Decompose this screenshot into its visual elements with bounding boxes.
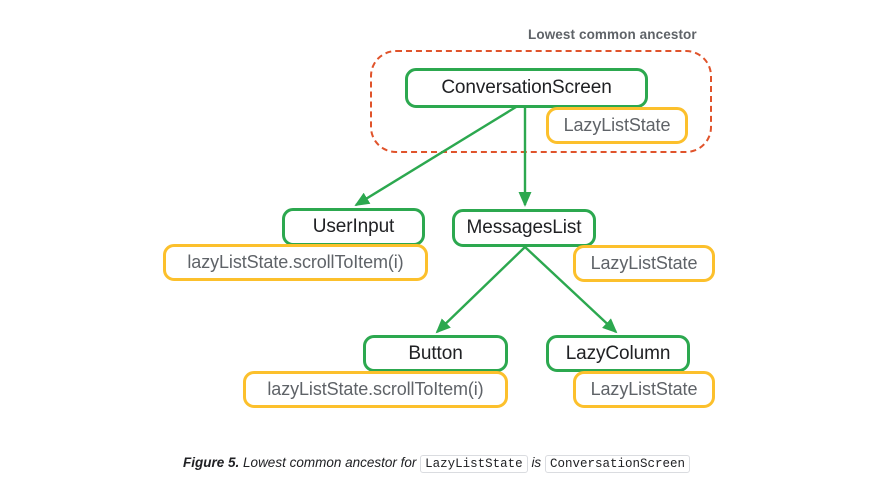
caption-text-before: Lowest common ancestor for [243,455,417,470]
state-messageslist-lazyliststate[interactable]: LazyListState [573,245,715,282]
node-userinput[interactable]: UserInput [282,208,425,246]
edge-messageslist-button [435,246,526,334]
caption-figure-number: Figure 5. [183,455,240,470]
node-button[interactable]: Button [363,335,508,372]
state-lazycolumn-lazyliststate[interactable]: LazyListState [573,371,715,408]
node-messageslist[interactable]: MessagesList [452,209,596,247]
state-button-scrolltoitem[interactable]: lazyListState.scrollToItem(i) [243,371,508,408]
state-userinput-scrolltoitem[interactable]: lazyListState.scrollToItem(i) [163,244,428,281]
node-conversationscreen[interactable]: ConversationScreen [405,68,648,108]
state-conversationscreen-lazyliststate[interactable]: LazyListState [546,107,688,144]
node-lazycolumn[interactable]: LazyColumn [546,335,690,372]
caption-code-conversationscreen: ConversationScreen [544,455,690,473]
figure-caption: Figure 5. Lowest common ancestor for Laz… [0,455,873,473]
caption-code-lazyliststate: LazyListState [420,455,528,473]
caption-text-middle: is [531,455,542,470]
lowest-common-ancestor-label: Lowest common ancestor [528,27,697,42]
lowest-common-ancestor-region [370,50,712,153]
